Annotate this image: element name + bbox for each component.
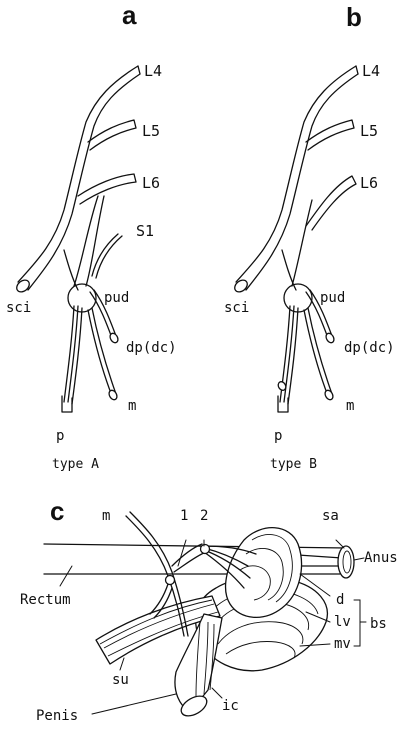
panel-b-m-cut	[323, 389, 334, 401]
panel-b-l4-cut	[356, 66, 358, 74]
panel-c-anus-label: Anus	[364, 550, 398, 566]
panel-c: c	[20, 496, 398, 724]
panel-c-ganglion-2	[201, 545, 210, 554]
panel-a-s1-label: S1	[136, 222, 154, 240]
panel-b-l6-label: L6	[360, 174, 378, 192]
panel-c-1-label: 1	[180, 508, 188, 524]
panel-a-sciatic-trunk	[18, 66, 140, 290]
panel-c-rectum-label: Rectum	[20, 592, 71, 608]
panel-c-m-label: m	[102, 508, 110, 524]
panel-b-sci-label: sci	[224, 300, 249, 316]
panel-b-sci-cut-end	[232, 278, 249, 295]
panel-b-l5-label: L5	[360, 122, 378, 140]
panel-b-sciatic-trunk	[236, 66, 358, 290]
panel-a-dp-label: dp(dc)	[126, 340, 177, 356]
panel-b-l4-label: L4	[362, 62, 380, 80]
panel-c-su-label: su	[112, 672, 129, 688]
panel-b-p-end	[278, 396, 288, 412]
panel-c-penis-leader	[92, 694, 176, 714]
panel-c-1-leader	[178, 540, 186, 566]
panel-c-mv-label: mv	[334, 636, 351, 652]
panel-c-penis-label: Penis	[36, 708, 78, 724]
panel-a-l6-root	[78, 174, 136, 204]
panel-b-m-nerve	[304, 308, 332, 396]
panel-b-p-label: p	[274, 428, 282, 444]
panel-a-sci-label: sci	[6, 300, 31, 316]
panel-a-s1-root	[92, 234, 122, 278]
panel-a-sci-cut-end	[14, 278, 31, 295]
panel-c-rectum-leader	[60, 566, 72, 586]
panel-a-pud-branch-3	[64, 250, 78, 290]
panel-c-lv-label: lv	[334, 614, 351, 630]
panel-c-ic-leader	[212, 688, 222, 698]
panel-a: a L4 L5 L6 S1 sci pud dp(dc) m	[6, 0, 177, 472]
panel-c-2-label: 2	[200, 508, 208, 524]
panel-c-sa-leader	[336, 540, 344, 548]
panel-a-p-nerve	[64, 306, 82, 404]
panel-a-l5-label: L5	[142, 122, 160, 140]
panel-c-bs-bracket	[354, 600, 366, 646]
panel-b-m-label: m	[346, 398, 354, 414]
panel-c-sa-label: sa	[322, 508, 339, 524]
panel-a-l4-cut	[138, 66, 140, 74]
panel-b-pud-branch-1	[292, 200, 312, 286]
panel-c-d-label: d	[336, 592, 344, 608]
panel-c-bs-label: bs	[370, 616, 387, 632]
panel-a-pud-branch-1	[74, 196, 98, 286]
panel-b-l6-root	[306, 176, 356, 230]
panel-a-letter: a	[122, 0, 137, 30]
panel-a-m-cut	[107, 389, 118, 401]
panel-a-p-end	[62, 396, 72, 412]
panel-a-l6-label: L6	[142, 174, 160, 192]
panel-b-pud-label: pud	[320, 290, 345, 306]
panel-c-letter: c	[50, 496, 64, 526]
panel-c-ganglion-1	[166, 576, 175, 585]
panel-a-pud-branch-2	[86, 196, 104, 286]
panel-b-caption: type B	[270, 457, 317, 472]
panel-c-anus-leader	[354, 558, 364, 560]
panel-a-m-label: m	[128, 398, 136, 414]
panel-a-pud-label: pud	[104, 290, 129, 306]
panel-c-su-leader	[120, 658, 124, 670]
panel-b-letter: b	[346, 2, 362, 32]
panel-a-l4-label: L4	[144, 62, 162, 80]
panel-a-m-nerve	[88, 308, 116, 396]
panel-b-dp-label: dp(dc)	[344, 340, 395, 356]
panel-b: b L4 L5 L6 sci pud dp(dc) m p type B	[224, 2, 395, 472]
panel-a-caption: type A	[52, 457, 99, 472]
panel-a-p-label: p	[56, 428, 64, 444]
panel-c-ic-label: ic	[222, 698, 239, 714]
